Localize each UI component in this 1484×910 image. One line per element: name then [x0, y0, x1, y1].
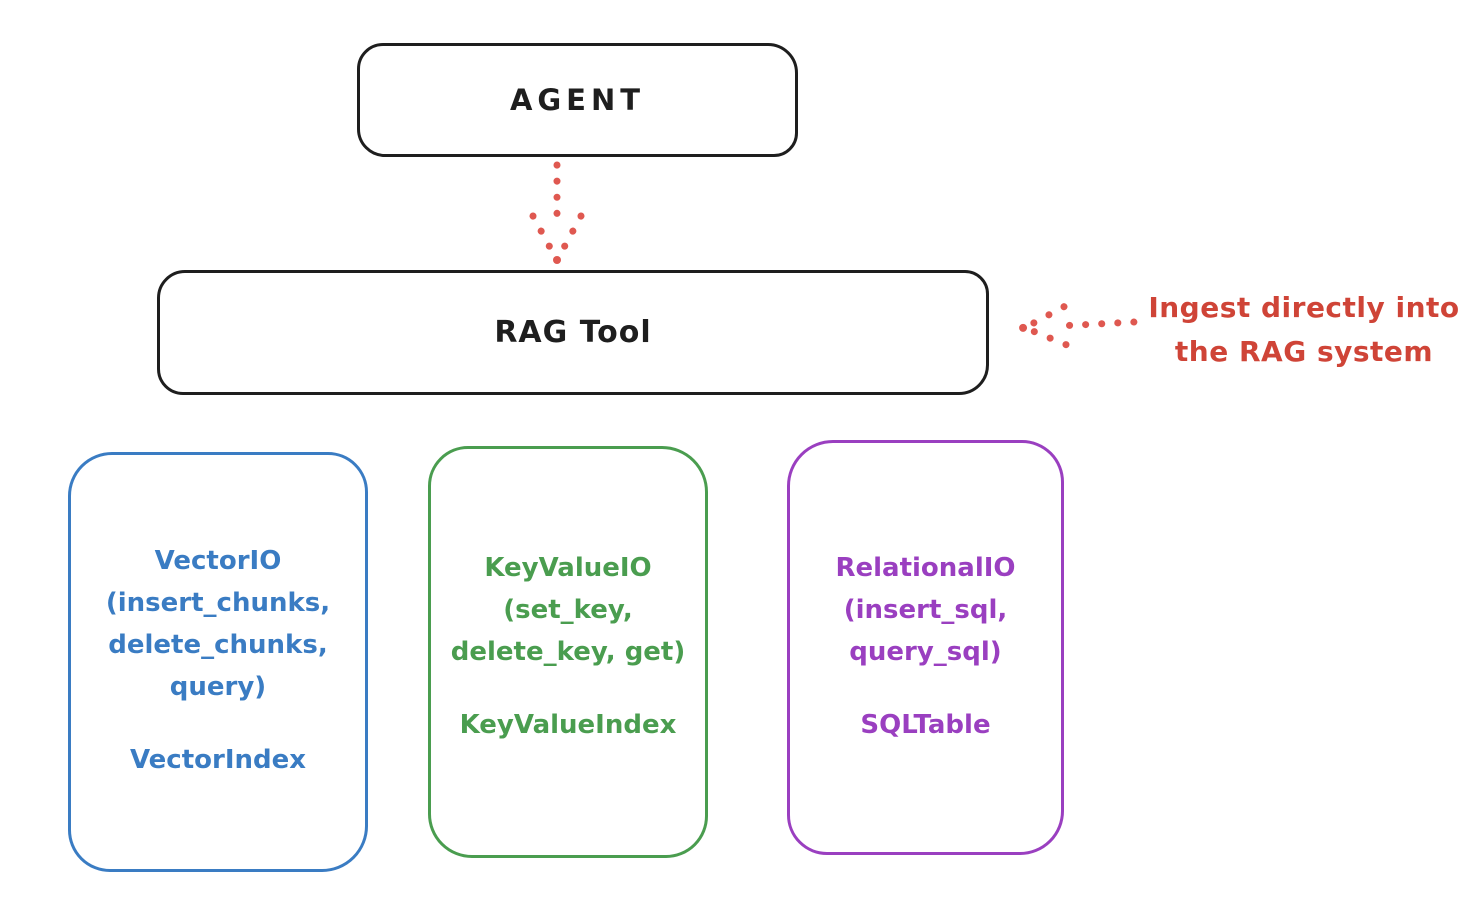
backend-box-keyvalueio: KeyValueIO (set_key, delete_key, get) Ke…: [428, 446, 708, 858]
rag-tool-label: RAG Tool: [494, 315, 652, 350]
agent-box: AGENT: [357, 43, 798, 157]
relationalio-index-label: SQLTable: [860, 710, 991, 740]
keyvalueio-index-label: KeyValueIndex: [459, 710, 677, 740]
vectorio-functions: VectorIO (insert_chunks, delete_chunks, …: [105, 546, 331, 702]
annotation-line-1: Ingest directly into: [1148, 291, 1460, 324]
dotted-down-arrow-icon: [529, 161, 585, 264]
rag-tool-box: RAG Tool: [157, 270, 989, 395]
agent-label: AGENT: [509, 83, 646, 117]
annotation-text: Ingest directly into the RAG system: [1128, 286, 1480, 374]
arrow-agent-to-rag: [522, 159, 592, 267]
backend-box-vectorio: VectorIO (insert_chunks, delete_chunks, …: [68, 452, 368, 872]
backend-box-relationalio: RelationalIO (insert_sql, query_sql) SQL…: [787, 440, 1064, 855]
arrow-annotation-to-rag: [1014, 294, 1142, 356]
dotted-left-arrow-icon: [1019, 303, 1138, 349]
vectorio-index-label: VectorIndex: [129, 745, 307, 775]
relationalio-functions: RelationalIO (insert_sql, query_sql): [835, 553, 1016, 667]
keyvalueio-functions: KeyValueIO (set_key, delete_key, get): [450, 553, 686, 667]
annotation-line-2: the RAG system: [1174, 335, 1434, 368]
